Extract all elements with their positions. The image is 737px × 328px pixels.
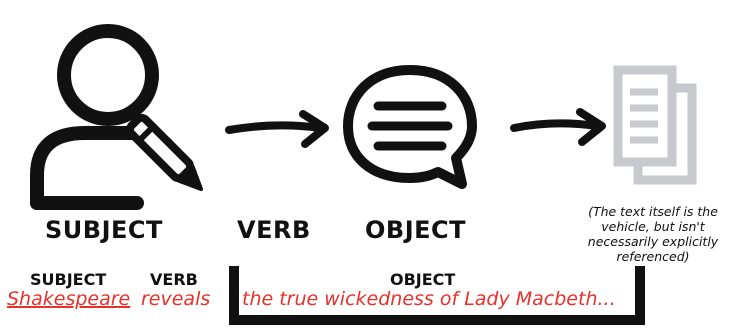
example-subject-label: SUBJECT (30, 270, 107, 289)
example-subject-text: Shakespeare (7, 288, 131, 310)
verb-label: VERB (237, 216, 311, 244)
object-note: (The text itself is the vehicle, but isn… (587, 204, 719, 264)
subject-label: SUBJECT (45, 216, 163, 244)
object-label: OBJECT (365, 216, 467, 244)
arrow-right-icon (510, 108, 606, 146)
arrow-right-icon (225, 110, 329, 148)
person-with-pen-icon (30, 24, 204, 210)
example-object-text: the true wickedness of Lady Macbeth... (242, 288, 616, 310)
object-bracket (229, 266, 645, 325)
example-object-label: OBJECT (390, 270, 456, 289)
speech-bubble-icon (343, 65, 477, 189)
example-verb-label: VERB (150, 270, 198, 289)
document-stack-icon (613, 65, 697, 185)
example-verb-text: reveals (141, 288, 211, 310)
